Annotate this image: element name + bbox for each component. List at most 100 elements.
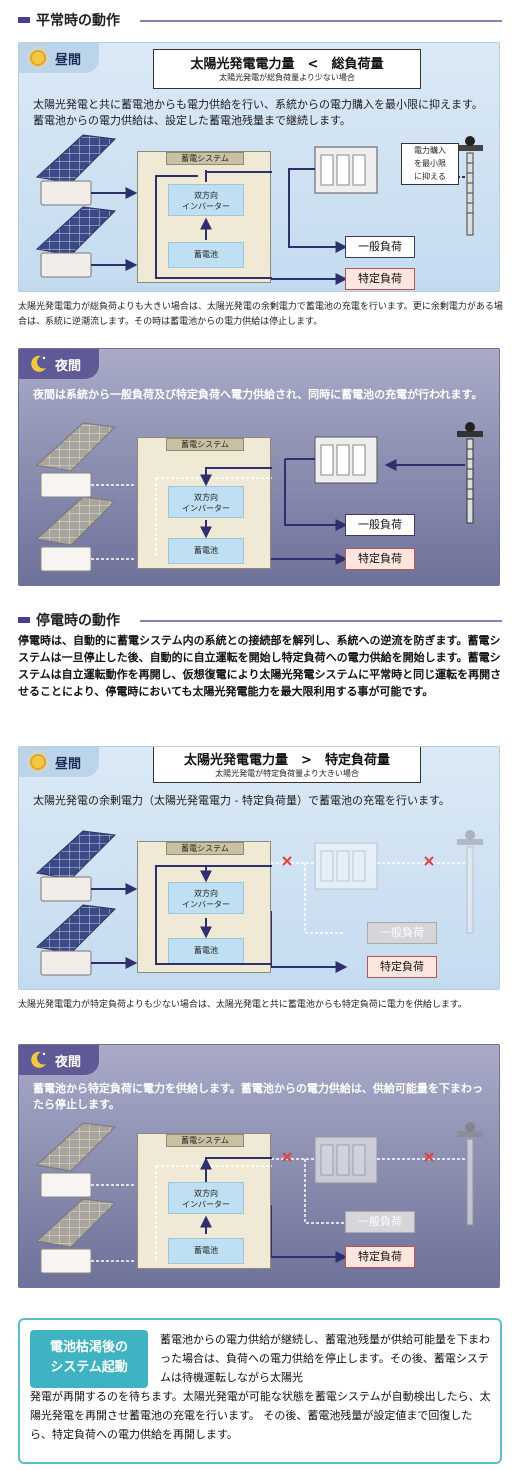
normal-day-desc: 太陽光発電と共に蓄電池からも電力供給を行い、系統からの電力購入を最小限に抑えます…	[33, 98, 483, 127]
general-load-box: 一般負荷	[345, 1211, 415, 1233]
normal-night-diagram	[35, 422, 483, 572]
section-bar-icon	[18, 17, 30, 23]
power-conditioner-icon	[40, 546, 92, 572]
specific-load-box: 特定負荷	[367, 956, 437, 978]
inverter-label-1: 双方向	[194, 889, 218, 898]
pv-panel-icon	[35, 1198, 117, 1248]
outage-day-tag: 昼間	[19, 747, 100, 777]
pv-panel-icon	[35, 830, 117, 880]
normal-night-panel: 夜間 夜間は系統から一般負荷及び特定負荷へ電力供給され、同時に蓄電池の充電が行わ…	[18, 348, 500, 586]
restart-text-1: 蓄電池からの電力供給が継続し、蓄電池残量が供給可能量を下まわった場合は、負荷への…	[160, 1333, 490, 1384]
section-normal-header: 平常時の動作	[18, 10, 120, 30]
power-conditioner-icon	[40, 472, 92, 498]
disconnect-mark-icon	[282, 1152, 292, 1162]
outage-intro: 停電時は、自動的に蓄電システム内の系統との接続部を解列し、系統への逆流を防ぎます…	[18, 634, 502, 698]
outage-day-note: 太陽光発電電力が特定負荷よりも少ない場合は、太陽光発電と共に蓄電池からも特定負荷…	[18, 1000, 467, 1010]
storage-system-box: 蓄電システム 双方向 インバーター 蓄電池	[137, 1133, 272, 1269]
section-outage-header: 停電時の動作	[18, 610, 120, 630]
section-outage-title: 停電時の動作	[36, 613, 120, 629]
general-load-box: 一般負荷	[345, 236, 415, 258]
specific-load-box: 特定負荷	[345, 548, 415, 570]
sun-icon	[27, 751, 49, 773]
power-conditioner-icon	[40, 876, 92, 902]
storage-system-box: 蓄電システム 双方向 インバーター 蓄電池	[137, 437, 272, 569]
distribution-board-icon	[314, 842, 378, 890]
outage-night-desc: 蓄電池から特定負荷に電力を供給します。蓄電池からの電力供給は、供給可能量を下まわ…	[33, 1082, 483, 1111]
utility-pole-icon	[457, 830, 483, 934]
storage-system-label: 蓄電システム	[166, 438, 244, 451]
normal-day-panel: 昼間 太陽光発電電力量 < 総負荷量 太陽光発電が総負荷量より少ない場合 太陽光…	[18, 42, 500, 292]
pv-panel-icon	[35, 134, 117, 184]
outage-night-diagram	[35, 1122, 483, 1274]
storage-system-label: 蓄電システム	[166, 1134, 244, 1147]
outage-day-compare-sub: 太陽光発電が特定負荷量より大きい場合	[215, 769, 359, 778]
restart-tag-line-1: 電池枯渇後の	[49, 1340, 128, 1355]
storage-system-box: 蓄電システム 双方向 インバーター 蓄電池	[137, 841, 272, 973]
outage-night-panel: 夜間 蓄電池から特定負荷に電力を供給します。蓄電池からの電力供給は、供給可能量を…	[18, 1044, 500, 1288]
inverter-label-2: インバーター	[182, 1200, 230, 1209]
power-conditioner-icon	[40, 1172, 92, 1198]
normal-day-compare-main: 太陽光発電電力量 < 総負荷量	[190, 57, 384, 72]
section-divider	[140, 20, 502, 22]
inverter-label-2: インバーター	[182, 504, 230, 513]
power-conditioner-icon	[40, 950, 92, 976]
normal-day-label: 昼間	[55, 52, 82, 68]
normal-day-diagram	[35, 134, 483, 285]
outage-night-tag: 夜間	[19, 1045, 100, 1075]
specific-load-box: 特定負荷	[345, 268, 415, 290]
outage-day-desc: 太陽光発電の余剰電力（太陽光発電電力 - 特定負荷量）で蓄電池の充電を行います。	[33, 794, 450, 807]
inverter-label-1: 双方向	[194, 191, 218, 200]
outage-day-compare-box: 太陽光発電電力量 > 特定負荷量 太陽光発電が特定負荷量より大きい場合	[153, 747, 421, 783]
normal-night-tag: 夜間	[19, 349, 100, 379]
restart-tag-line-2: システム起動	[50, 1360, 128, 1375]
disconnect-mark-icon	[424, 856, 434, 866]
pv-panel-icon	[35, 904, 117, 954]
normal-day-compare-box: 太陽光発電電力量 < 総負荷量 太陽光発電が総負荷量より少ない場合	[153, 49, 421, 89]
distribution-board-icon	[314, 146, 378, 194]
inverter-label-1: 双方向	[194, 1189, 218, 1198]
normal-day-tag: 昼間	[19, 43, 100, 73]
storage-system-label: 蓄電システム	[166, 152, 244, 165]
section-normal-title: 平常時の動作	[36, 13, 120, 29]
disconnect-mark-icon	[424, 1152, 434, 1162]
general-load-box: 一般負荷	[345, 514, 415, 536]
section-divider	[140, 620, 502, 622]
inverter-label-2: インバーター	[182, 202, 230, 211]
pv-panel-icon	[35, 422, 117, 472]
restart-tag: 電池枯渇後の システム起動	[30, 1330, 148, 1388]
general-load-box: 一般負荷	[367, 922, 437, 944]
distribution-board-icon	[314, 436, 378, 484]
inverter-box: 双方向 インバーター	[168, 184, 244, 216]
storage-system-label: 蓄電システム	[166, 842, 244, 855]
storage-system-box: 蓄電システム 双方向 インバーター 蓄電池	[137, 151, 272, 283]
normal-day-note: 太陽光発電電力が総負荷よりも大きい場合は、太陽光発電の余剰電力で蓄電池の充電を行…	[18, 302, 503, 327]
purchase-minimize-callout: 電力購入 を最小限 に抑える	[401, 143, 459, 185]
sun-icon	[27, 47, 49, 69]
battery-box: 蓄電池	[168, 938, 244, 964]
restart-info-box: 電池枯渇後の システム起動 蓄電池からの電力供給が継続し、蓄電池残量が供給可能量…	[18, 1318, 502, 1464]
inverter-box: 双方向 インバーター	[168, 486, 244, 518]
disconnect-mark-icon	[282, 856, 292, 866]
utility-pole-icon	[457, 422, 483, 524]
battery-box: 蓄電池	[168, 538, 244, 564]
inverter-box: 双方向 インバーター	[168, 1182, 244, 1214]
distribution-board-icon	[314, 1136, 378, 1184]
moon-icon	[31, 1051, 46, 1068]
outage-day-panel: 昼間 太陽光発電電力量 > 特定負荷量 太陽光発電が特定負荷量より大きい場合 太…	[18, 746, 500, 990]
moon-icon	[31, 355, 46, 372]
inverter-label-2: インバーター	[182, 900, 230, 909]
restart-text-2: 発電が再開するのを待ちます。太陽光発電が可能な状態を蓄電システムが自動検出したら…	[30, 1390, 491, 1441]
pv-panel-icon	[35, 1122, 117, 1172]
outage-night-label: 夜間	[55, 1054, 82, 1070]
power-conditioner-icon	[40, 1248, 92, 1274]
outage-day-diagram	[35, 830, 483, 976]
utility-pole-icon	[457, 136, 483, 236]
battery-box: 蓄電池	[168, 1238, 244, 1264]
normal-day-compare-sub: 太陽光発電が総負荷量より少ない場合	[219, 73, 355, 82]
pv-panel-icon	[35, 206, 117, 256]
outage-day-compare-main: 太陽光発電電力量 > 特定負荷量	[184, 753, 390, 768]
power-conditioner-icon	[40, 252, 92, 278]
section-bar-icon	[18, 617, 30, 623]
normal-night-label: 夜間	[55, 358, 82, 374]
specific-load-box: 特定負荷	[345, 1246, 415, 1268]
